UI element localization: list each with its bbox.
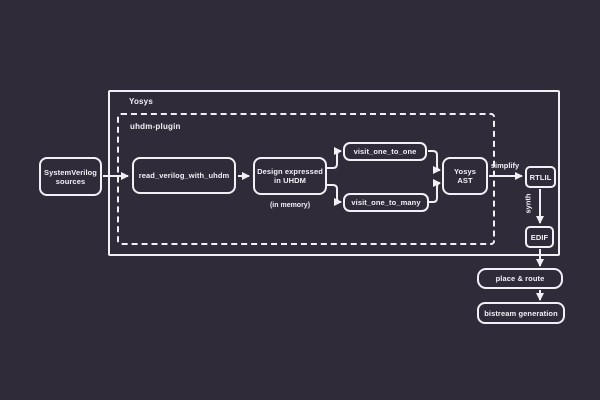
- node-edif: EDIF: [525, 226, 554, 248]
- node-place-and-route-label: place & route: [495, 274, 545, 283]
- node-read-verilog-with-uhdm-label: read_verilog_with_uhdm: [138, 171, 230, 180]
- edge-label-simplify: simplify: [490, 161, 520, 170]
- node-place-and-route: place & route: [477, 268, 563, 289]
- edge-label-synth: synth: [523, 193, 533, 214]
- node-visit-one-to-one: visit_one_to_one: [343, 142, 427, 161]
- node-visit-one-to-one-label: visit_one_to_one: [353, 147, 417, 156]
- yosys-container-label: Yosys: [129, 97, 153, 106]
- uhdm-plugin-container-label: uhdm-plugin: [130, 122, 181, 131]
- node-rtlil: RTLIL: [525, 166, 556, 188]
- node-design-expressed-in-uhdm-label: Design expressed in UHDM: [257, 167, 323, 185]
- node-visit-one-to-many: visit_one_to_many: [343, 193, 429, 212]
- design-in-memory-note: (in memory): [269, 202, 311, 209]
- node-rtlil-label: RTLIL: [529, 172, 552, 182]
- node-systemverilog-sources-label: SystemVerilog sources: [44, 167, 97, 186]
- node-read-verilog-with-uhdm: read_verilog_with_uhdm: [132, 157, 236, 194]
- node-yosys-ast-label: Yosys AST: [453, 167, 477, 185]
- node-bitstream-generation: bistream generation: [477, 302, 565, 324]
- node-bitstream-generation-label: bistream generation: [484, 308, 558, 318]
- yosys-container-box: Yosys: [108, 90, 560, 256]
- node-systemverilog-sources: SystemVerilog sources: [39, 157, 102, 196]
- node-design-expressed-in-uhdm: Design expressed in UHDM: [253, 157, 327, 195]
- node-yosys-ast: Yosys AST: [442, 157, 488, 195]
- node-visit-one-to-many-label: visit_one_to_many: [351, 198, 421, 207]
- uhdm-plugin-container-box: uhdm-plugin: [117, 113, 495, 245]
- node-edif-label: EDIF: [530, 232, 549, 242]
